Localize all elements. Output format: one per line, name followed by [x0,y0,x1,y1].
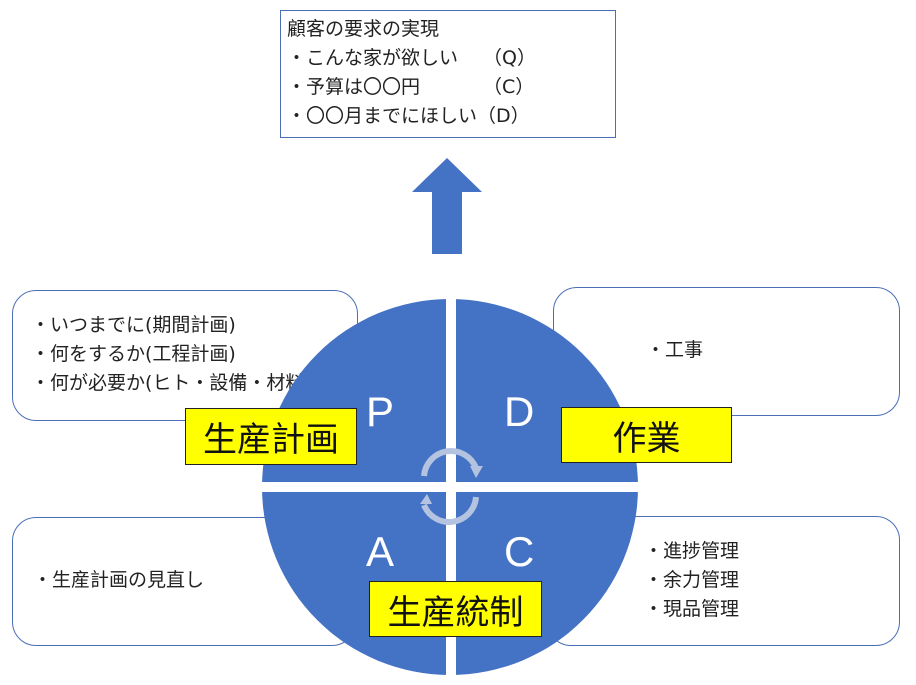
do-item: ・工事 [646,339,704,361]
cycle-arrows-icon [420,448,483,525]
plan-item: ・いつまでに(期間計画) [31,314,236,336]
quadrant-d: D [504,388,535,435]
pdca-circle [260,295,645,680]
act-item: ・生産計画の見直し [33,569,205,591]
label-plan: 生産計画 [185,408,357,465]
plan-item: ・何をするか(工程計画) [31,343,236,365]
check-item: ・現品管理 [644,598,740,620]
goal-title: 顧客の要求の実現 [287,18,440,40]
plan-box: ・いつまでに(期間計画) ・何をするか(工程計画) ・何が必要か(ヒト・設備・材… [12,290,358,421]
goal-item: ・予算は〇〇円 （C） [287,76,535,98]
quadrant-p: P [366,388,395,435]
label-control: 生産統制 [369,581,542,637]
quadrant-c: C [504,528,535,575]
goal-box: 顧客の要求の実現 ・こんな家が欲しい （Q） ・予算は〇〇円 （C） ・〇〇月ま… [280,10,616,138]
check-box: ・進捗管理 ・余力管理 ・現品管理 [547,516,900,646]
up-arrow-icon [412,158,482,254]
check-item: ・余力管理 [644,569,740,591]
check-item: ・進捗管理 [644,540,740,562]
goal-item: ・〇〇月までにほしい（D） [287,105,530,127]
quadrant-a: A [366,528,395,575]
goal-item: ・こんな家が欲しい （Q） [287,47,536,69]
label-do: 作業 [561,407,732,463]
plan-item: ・何が必要か(ヒト・設備・材料) [31,372,312,394]
